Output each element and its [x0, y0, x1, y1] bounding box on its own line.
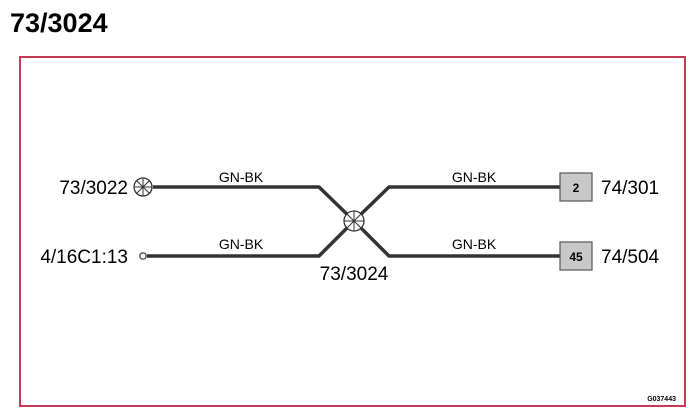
pin-number: 2 [573, 181, 580, 195]
connector-label-4-16c1-13: 4/16C1:13 [40, 247, 128, 268]
wire-color-label: GN-BK [219, 169, 264, 185]
pin-box-2[interactable]: 2 [559, 172, 593, 202]
connector-label-74-301: 74/301 [601, 178, 659, 199]
open-terminal-icon[interactable] [139, 252, 147, 260]
pin-number: 45 [569, 250, 583, 264]
pin-box-45[interactable]: 45 [559, 241, 593, 271]
connector-label-73-3022: 73/3022 [59, 178, 128, 199]
figure-reference: G037443 [647, 396, 676, 403]
ground-connector-icon[interactable] [133, 177, 153, 197]
wire-top-left[interactable] [153, 185, 356, 223]
wire-color-label: GN-BK [452, 236, 497, 252]
splice-connector-icon[interactable] [343, 210, 365, 232]
wire-color-label: GN-BK [452, 169, 497, 185]
wire-top-right[interactable] [352, 185, 560, 223]
diagram-frame [19, 56, 686, 407]
splice-label: 73/3024 [320, 264, 389, 285]
connector-label-74-504: 74/504 [601, 247, 660, 268]
page-title: 73/3024 [10, 8, 108, 38]
wire-color-label: GN-BK [219, 236, 264, 252]
wire-bottom-right[interactable] [352, 219, 560, 258]
wire-bottom-left[interactable] [147, 219, 356, 258]
